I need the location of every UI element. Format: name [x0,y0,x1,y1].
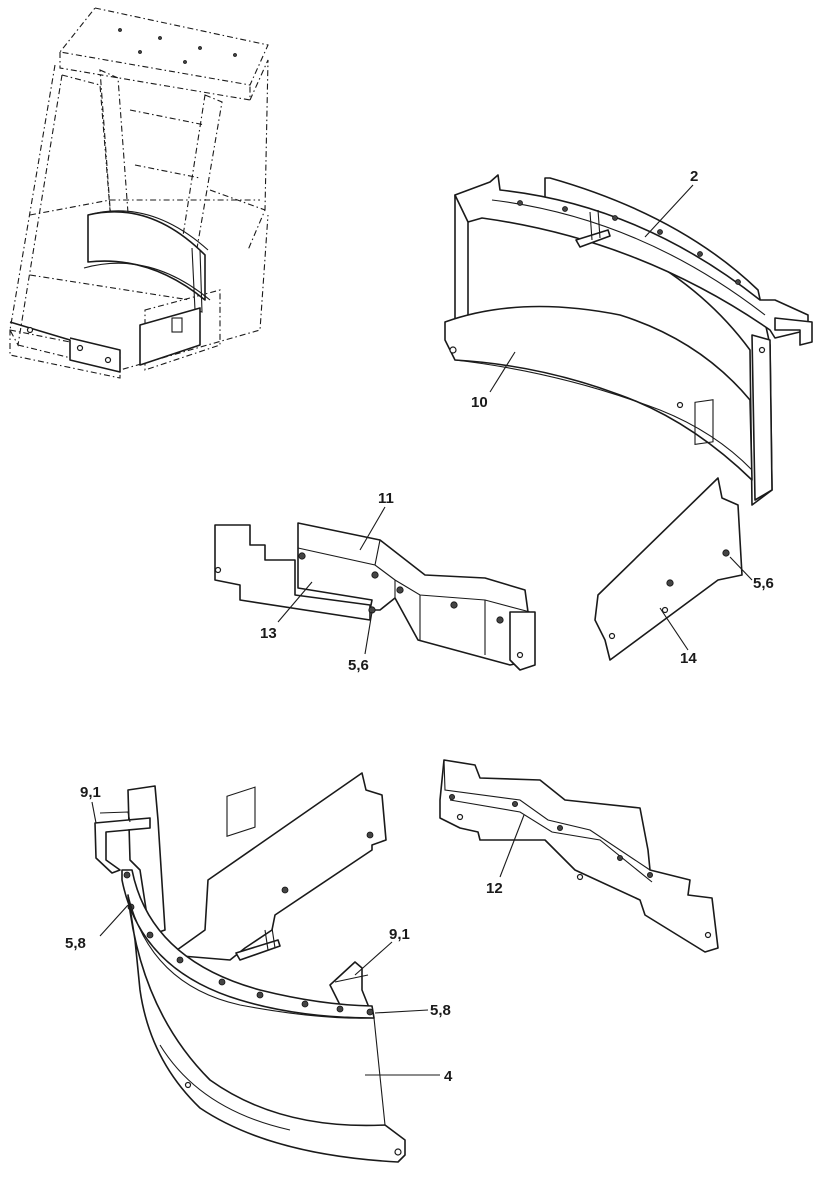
rear-shroud-assembly [444,174,813,506]
callout-2: 2 [690,168,698,185]
leader-lines [91,184,753,1076]
callout-11: 11 [378,490,394,507]
callout-9-1-right: 9,1 [389,926,410,943]
front-shroud-assembly [94,772,406,1163]
callout-5-8-right: 5,8 [430,1002,451,1019]
cab-overview-drawing [9,7,269,379]
callout-labels: 2 10 11 13 5,6 5,6 14 9,1 5,8 9,1 5,8 4 … [65,168,774,1085]
side-panel-12 [439,759,719,953]
callout-14: 14 [680,650,697,667]
side-panel-14 [594,399,743,661]
callout-10: 10 [471,394,488,411]
callout-4: 4 [444,1068,453,1085]
callout-9-1-left: 9,1 [80,784,101,801]
callout-5-6-right: 5,6 [753,575,774,592]
callout-12: 12 [486,880,503,897]
side-panel-11-13 [214,522,536,671]
callout-13: 13 [260,625,277,642]
callout-5-6-left: 5,6 [348,657,369,674]
callout-5-8-left: 5,8 [65,935,86,952]
